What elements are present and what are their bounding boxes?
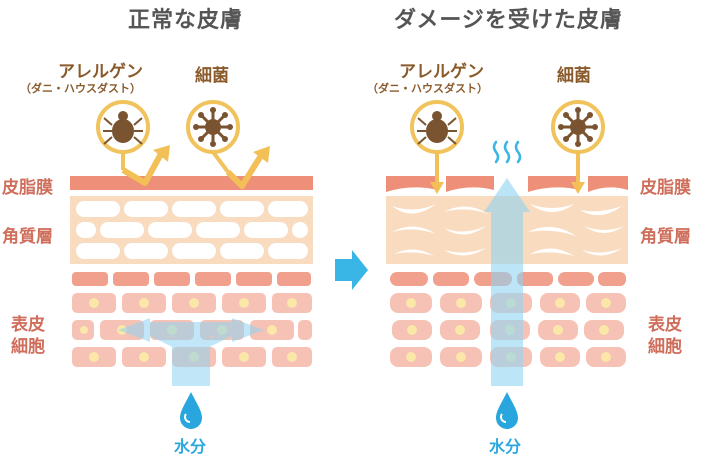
- right-sebum-label: 皮脂膜: [640, 178, 691, 198]
- right-epidermis-label-1: 表皮: [648, 315, 682, 335]
- left-epidermis-label-2: 細胞: [11, 337, 45, 357]
- right-allergen-sub: （ダニ・ハウスダスト）: [367, 82, 488, 95]
- right-allergen-entry-arrow: [430, 152, 444, 194]
- left-bacteria-label: 細菌: [195, 66, 229, 86]
- wavy-vapor-icon: [492, 140, 522, 164]
- left-epidermis-label-1: 表皮: [11, 315, 45, 335]
- right-mite-icon: [410, 100, 464, 154]
- right-corneum-flakes: [392, 204, 624, 256]
- right-bacteria-label: 細菌: [557, 66, 591, 86]
- left-water-drop-icon: [180, 392, 202, 429]
- left-water-retention-arrow: [118, 318, 264, 386]
- left-allergen-label: アレルゲン: [58, 62, 143, 82]
- left-mite-icon: [96, 100, 150, 170]
- left-allergen-sub: （ダニ・ハウスダスト）: [20, 82, 141, 95]
- right-water-escape-arrow: [484, 178, 530, 386]
- right-bacteria-icon: [551, 100, 605, 154]
- left-water-label: 水分: [174, 437, 207, 456]
- left-sebum-layer: [70, 176, 313, 190]
- right-corneum-label: 角質層: [640, 227, 691, 247]
- right-skin: [386, 100, 628, 429]
- left-skin: [70, 100, 313, 429]
- left-sebum-label: 皮脂膜: [2, 178, 53, 198]
- right-arrow-icon: [335, 250, 368, 290]
- left-bacteria-bounce-arrow: [225, 152, 265, 189]
- right-bacteria-entry-arrow: [571, 152, 585, 194]
- right-water-label: 水分: [489, 437, 522, 456]
- right-allergen-label: アレルゲン: [399, 62, 484, 82]
- left-top-cell-row: [72, 272, 311, 286]
- left-bacteria-icon: [186, 100, 240, 174]
- left-corneum-bricks: [76, 201, 308, 259]
- left-corneum-label: 角質層: [2, 227, 53, 247]
- right-top-cell-row: [390, 272, 626, 286]
- left-title: 正常な皮膚: [128, 8, 244, 33]
- right-title: ダメージを受けた皮膚: [394, 8, 623, 33]
- right-epidermis-label-2: 細胞: [648, 337, 682, 357]
- right-sebum-layer: [386, 176, 628, 192]
- left-allergen-bounce-arrow: [121, 150, 165, 186]
- right-water-drop-icon: [496, 392, 518, 429]
